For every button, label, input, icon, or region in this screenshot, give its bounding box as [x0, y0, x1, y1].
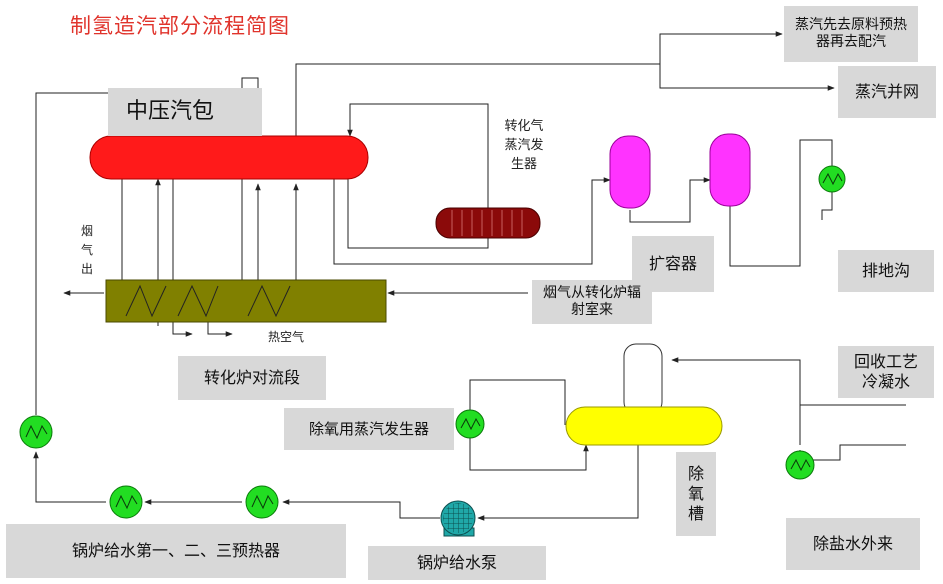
label-deaerator: 除氧槽	[676, 452, 716, 536]
flash-tank-2	[709, 133, 751, 207]
label-flash-tank: 扩容器	[632, 236, 714, 292]
deaerator-vessel	[565, 343, 723, 446]
exchanger-preheater-3	[19, 415, 53, 449]
flash-tank-1	[609, 135, 651, 209]
pipe-cooler-to-drain	[821, 192, 833, 220]
pipe-steam-to-preheater	[659, 31, 783, 64]
exchanger-preheater-2	[109, 485, 143, 519]
pipe-to-left-exchanger	[33, 451, 106, 503]
pipe-deaerator-steam-return	[469, 438, 589, 471]
pipe-pump-to-ex2	[282, 499, 440, 519]
label-reformed-gas-generator: 转化气蒸汽发生器	[504, 119, 544, 172]
feed-pump	[440, 500, 476, 537]
label-preheaters: 锅炉给水第一、二、三预热器	[6, 524, 346, 578]
page-title: 制氢造汽部分流程简图	[70, 14, 290, 38]
pipe-condensate-in	[671, 357, 906, 406]
pipe-deaerator-to-pump	[477, 445, 639, 521]
label-steam-to-preheater: 蒸汽先去原料预热器再去配汽	[784, 6, 918, 62]
exchanger-deaerator-steam	[455, 409, 485, 439]
pipe-drum-to-reformer-gen	[347, 179, 489, 249]
label-hot-air: 热空气	[267, 330, 304, 344]
exchanger-desalted	[785, 450, 815, 480]
pipe-steam-to-grid	[659, 64, 835, 91]
label-feed-pump: 锅炉给水泵	[368, 546, 546, 580]
pipe-reformer-gen-return	[347, 103, 489, 208]
pipe-deaerator-steam-loop	[469, 379, 566, 425]
pipe-desalted-in	[799, 444, 906, 461]
label-convection-section: 转化炉对流段	[178, 356, 326, 400]
pipe-flash1-to-flash2	[629, 177, 711, 223]
convection-section-box	[105, 279, 387, 323]
pipe-blowdown	[333, 177, 611, 265]
label-desalted-water: 除盐水外来	[786, 518, 920, 570]
pipe-steam-header	[295, 63, 660, 136]
label-drum: 中压汽包	[108, 88, 262, 136]
label-recovered-condensate: 回收工艺冷凝水	[838, 346, 934, 398]
label-flue-gas-out: 烟气出	[80, 224, 93, 277]
drum-vessel	[89, 135, 369, 180]
exchanger-cooler	[818, 165, 846, 193]
pipe-flash2-to-drain	[729, 139, 833, 267]
label-deaerator-steam-generator: 除氧用蒸汽发生器	[284, 408, 454, 450]
label-flue-gas-in: 烟气从转化炉辐射室来	[532, 280, 652, 324]
label-drain: 排地沟	[838, 250, 934, 292]
reformed-gas-generator-vessel	[435, 207, 541, 239]
exchanger-preheater-1	[245, 485, 279, 519]
label-steam-grid: 蒸汽并网	[838, 66, 936, 118]
